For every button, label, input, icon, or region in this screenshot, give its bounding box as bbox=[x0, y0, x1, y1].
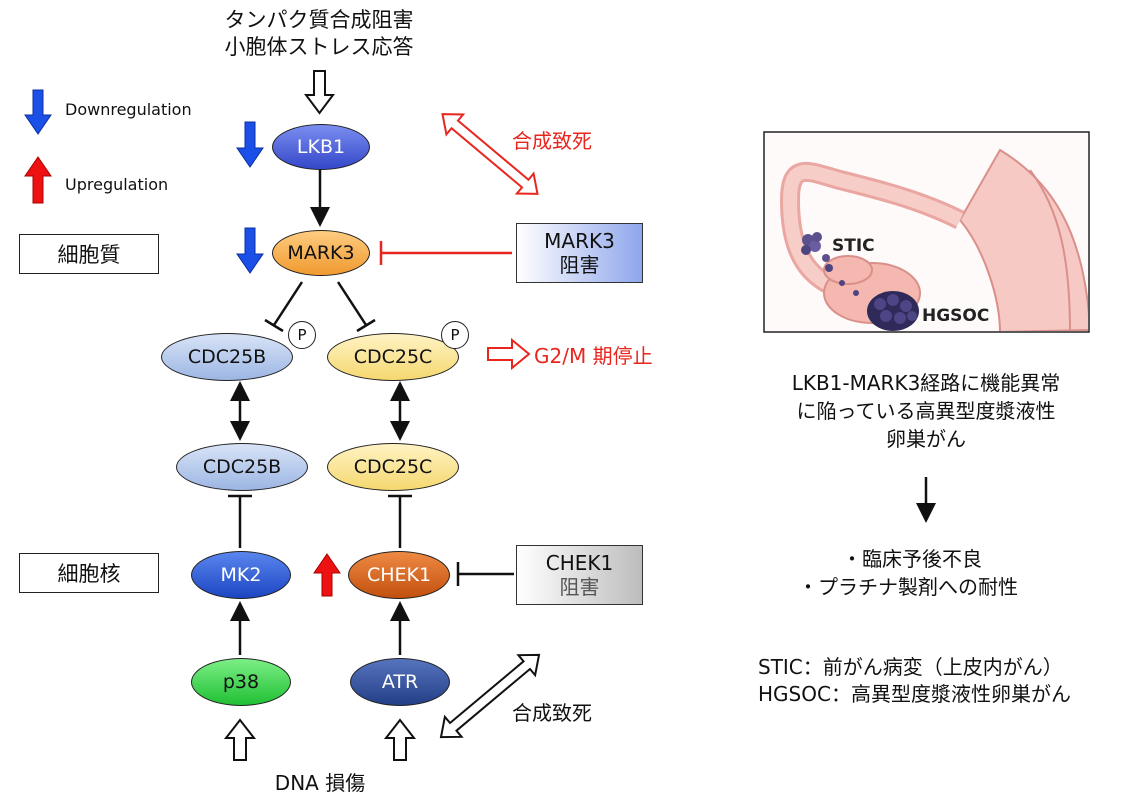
cdc25c-phospho-badge: P bbox=[441, 321, 469, 349]
cdc25b-phospho-badge: P bbox=[288, 321, 316, 349]
cdc25c-node: CDC25C bbox=[327, 443, 459, 491]
synthetic-lethal-bottom-arrow bbox=[439, 653, 541, 739]
mk2-inhibits-cdc25b bbox=[228, 494, 252, 548]
mk2-node: MK2 bbox=[191, 551, 291, 599]
chek1-inhibitor-edge bbox=[456, 562, 514, 586]
stimulus-line-1: タンパク質合成阻害 bbox=[224, 8, 414, 32]
chek1-node: CHEK1 bbox=[348, 551, 450, 599]
chek1-inhibits-cdc25c bbox=[388, 494, 412, 548]
legend-downregulation: Downregulation bbox=[65, 100, 192, 119]
dna-damage-arrow-left bbox=[223, 718, 257, 761]
cdc25b-phospho-node: CDC25B bbox=[161, 333, 293, 381]
chek1-inhibitor-box: CHEK1 阻害 bbox=[516, 545, 643, 605]
cytoplasm-label: 細胞質 bbox=[19, 234, 159, 274]
caption-line-1: LKB1-MARK3経路に機能異常 bbox=[791, 371, 1061, 395]
mark3-inhibits-cdc25c bbox=[336, 281, 376, 333]
nucleus-label: 細胞核 bbox=[19, 553, 159, 593]
mark3-down-arrow-icon bbox=[236, 227, 264, 274]
atr-node: ATR bbox=[350, 658, 450, 706]
lkb1-node: LKB1 bbox=[272, 124, 370, 170]
g2m-arrow bbox=[487, 337, 531, 371]
mark3-inhibitor-edge bbox=[379, 241, 512, 265]
stimulus-arrow bbox=[304, 70, 335, 115]
cdc25b-node: CDC25B bbox=[176, 443, 308, 491]
caption-line-3: 卵巣がん bbox=[886, 427, 966, 451]
mark3-inhibits-cdc25b bbox=[264, 281, 304, 333]
stimulus-line-2: 小胞体ストレス応答 bbox=[224, 35, 414, 59]
outcome-poor-prognosis: ・臨床予後不良 bbox=[842, 547, 982, 571]
mark3-node: MARK3 bbox=[272, 230, 370, 276]
chek1-up-arrow-icon bbox=[313, 553, 341, 597]
definition-stic: STIC：前がん病変（上皮内がん） bbox=[758, 655, 1063, 679]
synthetic-lethal-top-label: 合成致死 bbox=[512, 129, 592, 153]
legend-upregulation: Upregulation bbox=[65, 175, 169, 194]
outcome-platinum-resistance: ・プラチナ製剤への耐性 bbox=[798, 575, 1018, 599]
ovary-illustration bbox=[763, 131, 1090, 333]
mark3-inhibitor-label: 阻害 bbox=[559, 253, 600, 277]
chek1-inhibitor-name: CHEK1 bbox=[545, 551, 614, 575]
dna-damage-arrow-right bbox=[383, 718, 417, 761]
stic-label: STIC bbox=[832, 236, 875, 256]
lkb1-down-arrow-icon bbox=[236, 121, 264, 168]
chek1-inhibitor-label: 阻害 bbox=[559, 575, 600, 599]
mark3-inhibitor-name: MARK3 bbox=[544, 229, 615, 253]
down-arrow-icon bbox=[24, 89, 52, 135]
synthetic-lethal-bottom-label: 合成致死 bbox=[512, 701, 592, 725]
synthetic-lethal-top-arrow bbox=[441, 113, 539, 195]
dna-damage-label: DNA 損傷 bbox=[274, 771, 366, 795]
definition-hgsoc: HGSOC：高異型度漿液性卵巣がん bbox=[758, 682, 1071, 706]
hgsoc-label: HGSOC bbox=[922, 306, 990, 326]
mark3-inhibitor-box: MARK3 阻害 bbox=[516, 223, 643, 283]
cdc25c-phospho-node: CDC25C bbox=[327, 333, 459, 381]
p38-node: p38 bbox=[191, 658, 291, 706]
g2m-arrest-label: G2/M 期停止 bbox=[534, 344, 653, 368]
up-arrow-icon bbox=[24, 156, 52, 204]
caption-line-2: に陥っている高異型度漿液性 bbox=[796, 399, 1056, 423]
